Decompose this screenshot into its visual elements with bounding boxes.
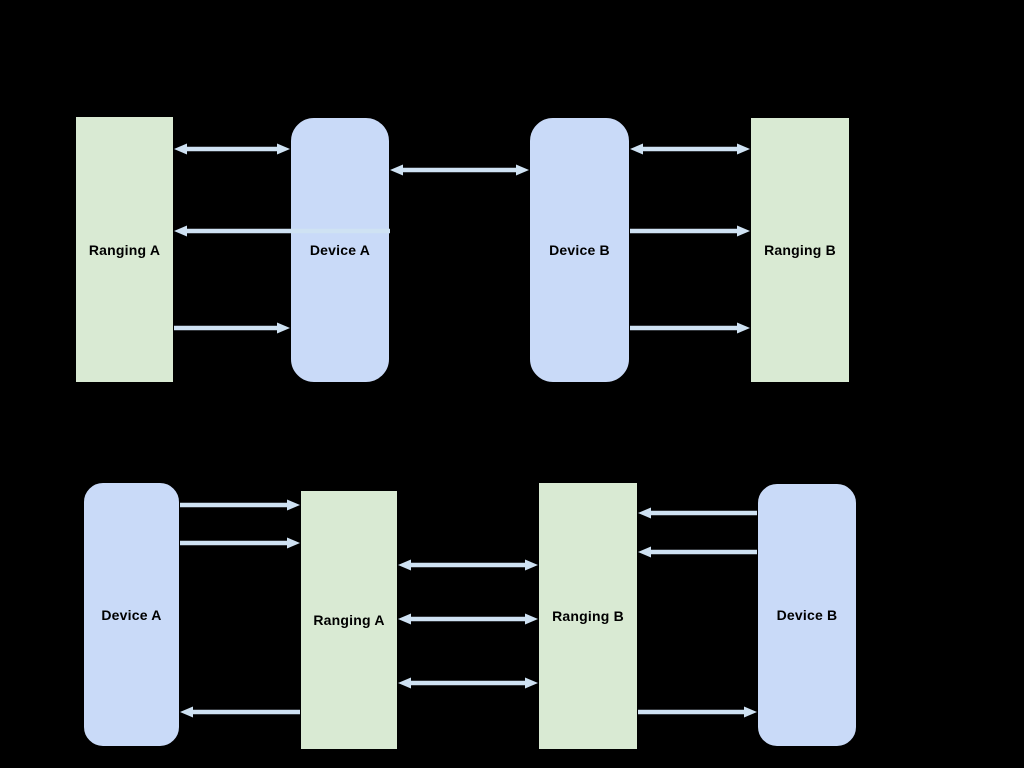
bottom-ranging-a-label: Ranging A [313,612,385,628]
connector-arrow [398,677,538,689]
top-device-a-box: Device A [290,117,390,383]
top-device-b-label: Device B [549,242,610,258]
connector-arrow [398,559,538,571]
top-ranging-b-label: Ranging B [764,242,836,258]
connector-arrow [180,706,300,718]
connector-arrow [174,322,290,334]
bottom-device-a-label: Device A [101,606,162,623]
top-device-b-box: Device B [529,117,630,383]
bottom-ranging-a-box: Ranging A [300,490,398,750]
bottom-ranging-b-label: Ranging B [552,608,624,624]
top-ranging-a-box: Ranging A [75,116,174,383]
connector-arrow [638,706,757,718]
bottom-device-b-label: Device B [776,607,838,623]
connector-arrow [638,546,757,558]
top-ranging-a-label: Ranging A [88,241,161,258]
connector-arrow [630,322,750,334]
connector-arrow [638,507,757,519]
connector-arrow [180,499,300,511]
connector-arrow [390,164,529,176]
connector-arrow [174,143,290,155]
connector-arrow [398,613,538,625]
bottom-ranging-b-box: Ranging B [538,482,638,750]
bottom-device-b-box: Device B [757,483,857,747]
connector-arrow [180,537,300,549]
bottom-device-a-box: Device A [83,482,180,747]
top-ranging-b-box: Ranging B [750,117,850,383]
top-device-a-label: Device A [309,242,371,258]
connector-arrow [630,143,750,155]
connector-arrow [630,225,750,237]
